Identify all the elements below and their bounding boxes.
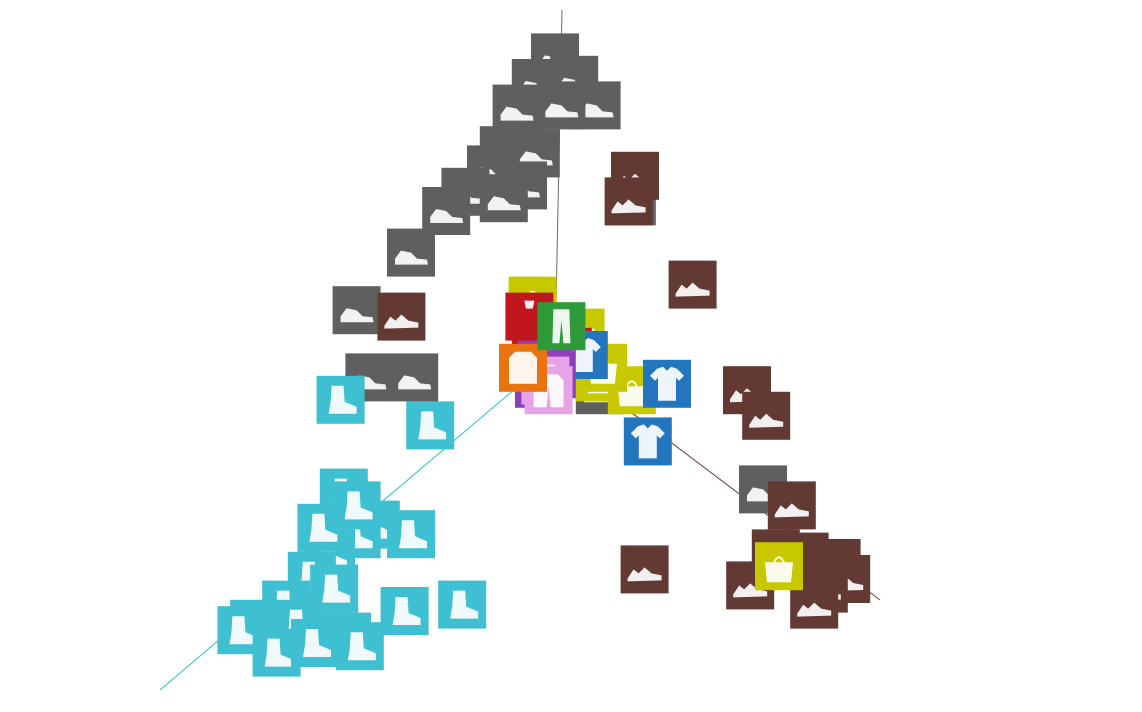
data-point-sandal-5 — [742, 391, 791, 440]
ankle-boot-icon — [418, 411, 447, 440]
data-point-tshirt-1 — [623, 417, 672, 466]
ankle-boot-icon — [303, 629, 331, 657]
ankle-boot-icon — [328, 385, 357, 414]
data-point-ankle-boot-4 — [387, 510, 435, 559]
data-point-sneaker-17 — [390, 353, 439, 402]
ankle-boot-icon — [392, 597, 421, 625]
sandal-icon — [627, 567, 662, 582]
sandal-icon — [774, 503, 809, 518]
tshirt-icon — [650, 366, 684, 401]
data-point-sneaker-11 — [479, 174, 528, 223]
ankle-boot-icon — [309, 513, 338, 542]
data-point-bag-5 — [755, 542, 803, 591]
ankle-boot-icon — [344, 491, 373, 520]
data-point-sandal-2 — [668, 260, 717, 309]
ankle-boot-icon — [264, 638, 293, 667]
series-trouser — [537, 302, 586, 351]
bag-icon — [765, 556, 793, 583]
data-point-sneaker-5 — [537, 81, 586, 130]
image-points — [217, 33, 871, 677]
sandal-icon — [384, 314, 419, 329]
data-point-trouser-0 — [537, 302, 586, 351]
sneaker-icon — [545, 103, 579, 118]
data-point-sandal-13 — [620, 545, 669, 594]
data-point-sneaker-14 — [387, 228, 435, 277]
sneaker-icon — [340, 308, 374, 323]
data-point-ankle-boot-0 — [406, 401, 455, 450]
sneaker-icon — [500, 106, 534, 121]
data-point-ankle-boot-20 — [316, 375, 365, 424]
shirt-icon — [509, 351, 537, 384]
data-point-ankle-boot-19 — [332, 481, 381, 530]
ankle-boot-icon — [322, 574, 351, 603]
trouser-icon — [552, 309, 571, 344]
data-point-shirt-0 — [499, 343, 547, 392]
data-point-ankle-boot-15 — [380, 587, 429, 635]
data-point-sandal-3 — [377, 292, 426, 341]
sneaker-icon — [580, 103, 614, 118]
sneaker-icon — [398, 375, 432, 390]
sneaker-icon — [430, 209, 464, 223]
data-point-ankle-boot-14 — [291, 619, 339, 667]
series-ankle-boot — [217, 375, 487, 677]
data-point-sneaker-15 — [332, 286, 381, 335]
data-point-ankle-boot-12 — [335, 622, 384, 671]
sandal-icon — [797, 602, 832, 617]
sneaker-icon — [487, 196, 521, 211]
data-point-sandal-1 — [604, 177, 653, 226]
data-point-sandal-6 — [767, 481, 816, 530]
ankle-boot-icon — [399, 520, 427, 549]
sandal-icon — [749, 413, 784, 428]
series-sneaker — [332, 33, 787, 514]
data-point-ankle-boot-16 — [438, 580, 487, 629]
data-point-sneaker-12 — [422, 187, 471, 235]
data-point-tshirt-0 — [643, 359, 691, 408]
tshirt-icon — [630, 424, 665, 459]
ankle-boot-icon — [229, 616, 258, 645]
ankle-boot-icon — [450, 590, 479, 619]
data-point-sneaker-4 — [492, 84, 541, 133]
sandal-icon — [733, 583, 768, 598]
sandal-icon — [611, 199, 646, 214]
sandal-icon — [675, 282, 710, 297]
ankle-boot-icon — [347, 632, 376, 661]
sneaker-icon — [395, 250, 428, 265]
series-shirt — [499, 343, 547, 392]
data-point-ankle-boot-17 — [310, 564, 359, 613]
thumbnail-background — [537, 81, 586, 130]
